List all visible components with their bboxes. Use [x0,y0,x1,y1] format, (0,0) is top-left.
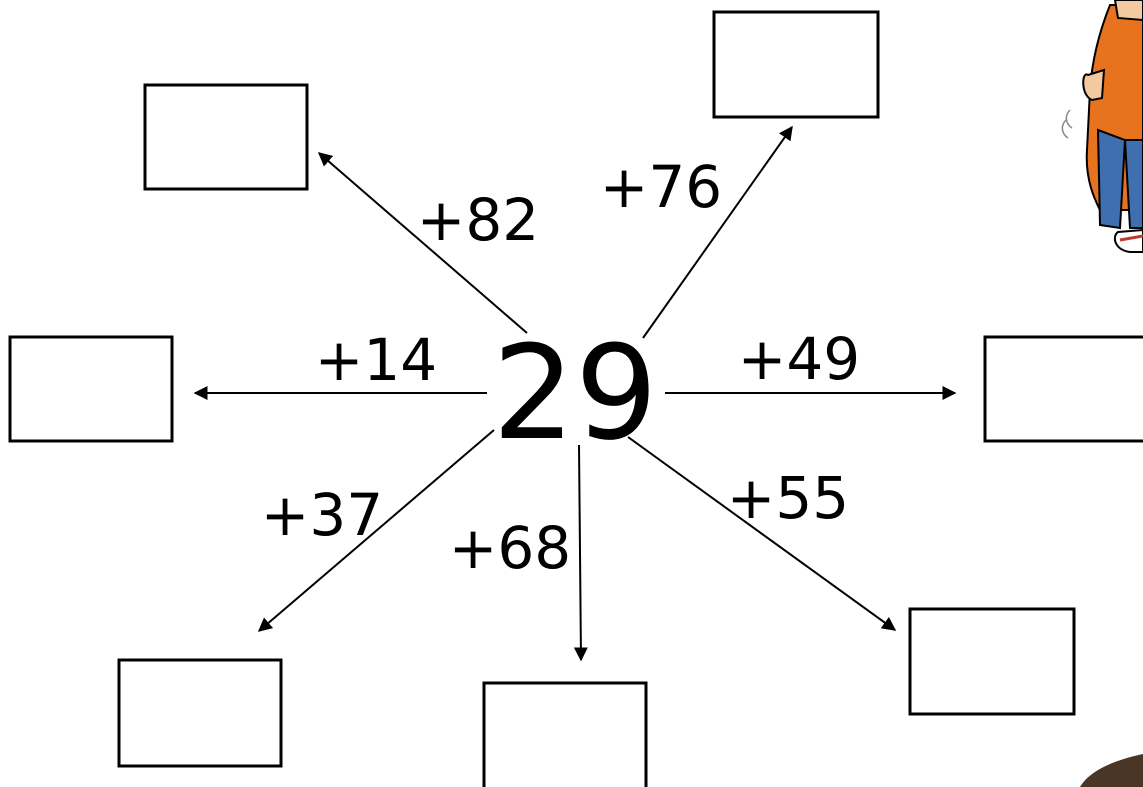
answer-box-ne[interactable] [712,10,880,119]
answer-box-nw[interactable] [143,83,309,191]
operation-label-w: +14 [315,326,437,394]
center-number: 29 [492,317,657,469]
operation-label-ne: +76 [600,153,722,221]
operation-label-sw: +37 [261,481,383,549]
operation-label-nw: +82 [417,186,539,254]
answer-box-s[interactable] [482,681,648,787]
operation-label-se: +55 [727,464,849,532]
answer-box-e[interactable] [983,335,1143,443]
answer-box-sw[interactable] [117,658,283,768]
arrow-nw [317,152,528,334]
cropped-decoration [1080,754,1143,787]
arrow-sw [257,429,495,632]
arrow-ne [642,125,793,339]
cartoon-character-illustration [1061,0,1143,253]
arrow-s [573,444,588,662]
operation-label-s: +68 [449,514,571,582]
arrow-se [627,436,897,631]
answer-box-w[interactable] [8,335,174,443]
operation-label-e: +49 [738,325,860,393]
answer-box-se[interactable] [908,607,1076,716]
